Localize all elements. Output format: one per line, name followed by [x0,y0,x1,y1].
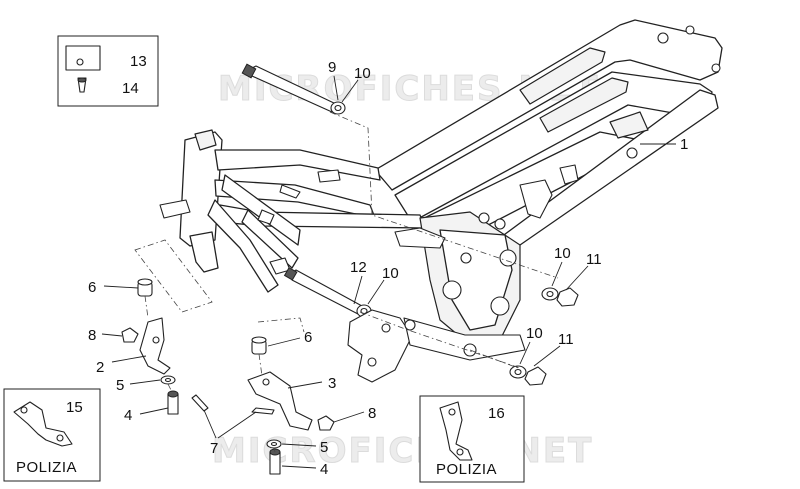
callout-8-right: 8 [368,405,376,422]
callout-5-left: 5 [116,377,124,394]
callout-9: 9 [328,59,336,76]
bracket-part-3 [247,371,313,431]
main-frame-part [159,19,723,346]
callout-1: 1 [680,136,688,153]
callout-4-left: 4 [124,407,132,424]
callout-labels: 1 2 3 4 4 5 5 6 6 7 8 8 9 10 10 10 10 11… [66,53,688,478]
callout-11-lower: 11 [558,331,574,348]
callout-5-right: 5 [320,439,328,456]
callout-3: 3 [328,375,336,392]
nut-part-8-right [317,415,335,431]
alignment-lines [134,111,559,453]
spacer-part-6-left [137,278,153,297]
polizia-label-right: POLIZIA [436,461,497,478]
inset-box-15-polizia: POLIZIA [3,388,101,482]
callout-14: 14 [122,80,139,97]
callout-10-right-upper: 10 [554,245,571,262]
inset-box-13-14 [57,35,159,107]
washer-part-5-left [160,375,176,385]
bracket-part-2 [139,317,171,375]
callout-16: 16 [488,405,505,422]
polizia-label-left: POLIZIA [16,459,77,476]
bolt-part-4-right [269,448,281,475]
nut-part-8-left [121,327,139,343]
callout-6-left: 6 [88,279,96,296]
washer-part-10-right-upper [541,287,559,301]
callout-6-center: 6 [304,329,312,346]
callout-10-mid: 10 [382,265,399,282]
callout-13: 13 [130,53,147,70]
bolt-part-4-left [167,390,179,415]
callout-8-left: 8 [88,327,96,344]
callout-2: 2 [96,359,104,376]
stud-part-7 [191,394,275,415]
callout-7: 7 [210,440,218,457]
washer-part-10-top [330,101,346,115]
callout-11-upper: 11 [586,251,602,268]
engine-mount-bracket [347,309,526,383]
washer-part-5-right [266,439,282,449]
washer-part-10-right-lower [509,365,527,379]
callout-15: 15 [66,399,83,416]
inset-box-16-polizia: POLIZIA [419,395,525,483]
watermark-bottom: MICROFICHES.NET [212,431,593,471]
callout-4-right: 4 [320,461,328,478]
callout-12: 12 [350,259,367,276]
spacer-part-6-center [251,336,267,355]
callout-10-right-lower: 10 [526,325,543,342]
nut-part-11-lower [524,366,547,386]
nut-part-11-upper [556,287,579,307]
callout-10-top: 10 [354,65,371,82]
